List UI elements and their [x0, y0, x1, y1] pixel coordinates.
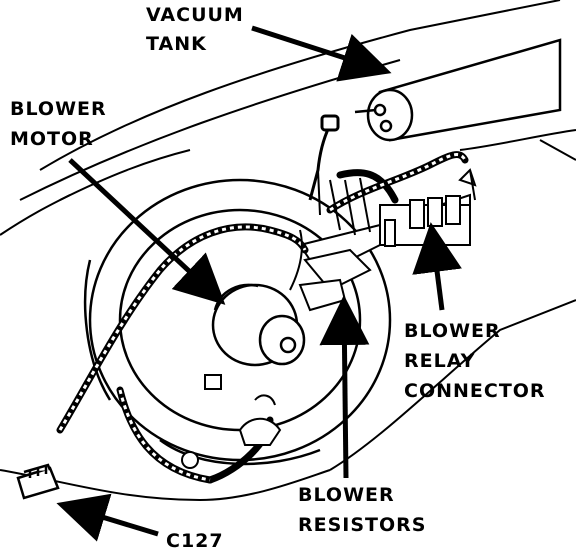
- connector-wires: [289, 169, 476, 291]
- c127-arrow: [56, 493, 159, 542]
- mounting-clamps: [181, 374, 282, 469]
- vacuum-tank-label-line2: TANK: [146, 33, 207, 55]
- vacuum-tank: [354, 38, 562, 142]
- relay-connector-label-line1: BLOWER: [404, 320, 501, 342]
- leader-arrows: [56, 25, 462, 542]
- blower-motor-label-line2: MOTOR: [10, 128, 94, 150]
- vacuum-hose: [308, 114, 340, 201]
- relay-connector-label-line3: CONNECTOR: [404, 380, 546, 402]
- vacuum-tank-label-line1: VACUUM: [146, 4, 244, 26]
- c127-label: C127: [166, 530, 224, 552]
- blower-motor-arrow: [68, 158, 226, 305]
- c127-connector: [16, 463, 60, 500]
- blower-motor-label-line1: BLOWER: [10, 98, 107, 120]
- relay-connector-pins: [384, 168, 477, 247]
- blower-motor: [211, 283, 306, 367]
- vacuum-tank-arrow: [251, 25, 392, 82]
- resistors-arrow: [319, 295, 370, 479]
- relay-resistor-block: [298, 193, 471, 312]
- relay-connector-label-line2: RELAY: [404, 350, 476, 372]
- relay-connector-arrow: [412, 222, 462, 311]
- wire-harness-inner: [58, 153, 467, 482]
- resistors-label-line2: RESISTORS: [298, 514, 427, 536]
- resistors-label-line1: BLOWER: [298, 484, 395, 506]
